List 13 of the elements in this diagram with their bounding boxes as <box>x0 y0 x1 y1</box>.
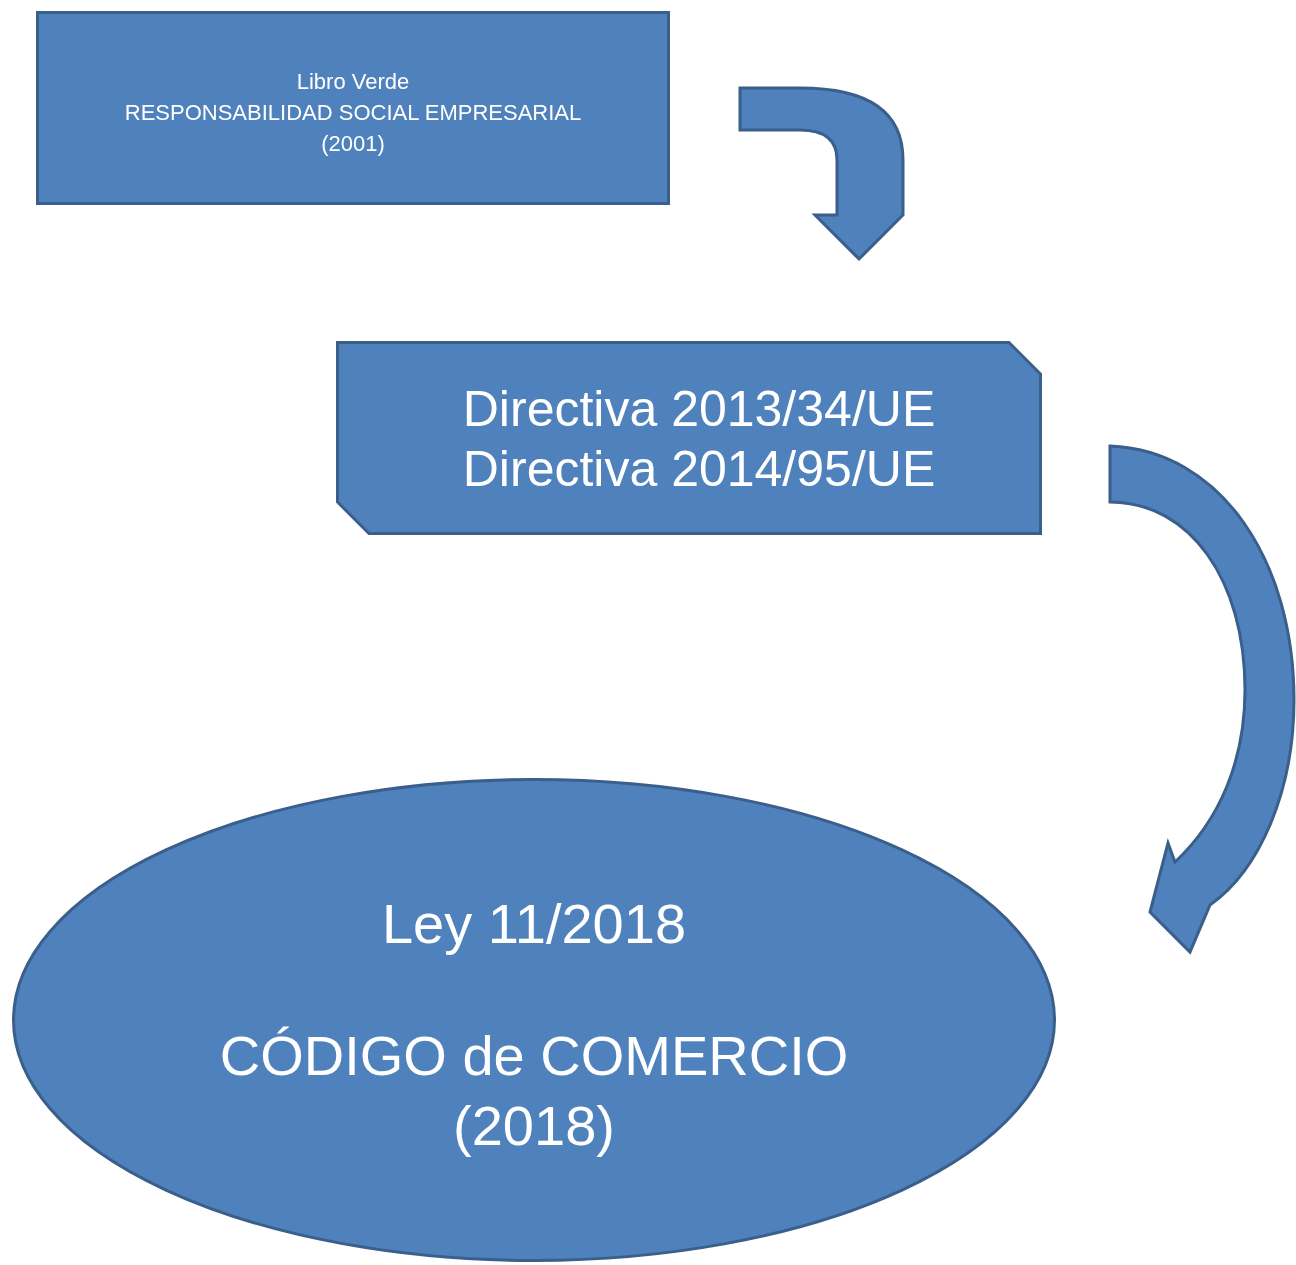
ellipse-node <box>12 778 1056 1262</box>
curved-block-arrow <box>738 86 905 261</box>
process-box <box>36 11 670 205</box>
node-text: Directiva 2014/95/UE <box>462 440 936 499</box>
node-text: Libro Verde <box>296 68 410 96</box>
node-text: (2001) <box>321 130 385 158</box>
node-text: Directiva 2013/34/UE <box>462 380 936 439</box>
curved-block-arrow <box>1108 444 1296 954</box>
node-text: CÓDIGO de COMERCIO <box>219 1023 849 1089</box>
snipped-corner-box <box>336 341 1042 535</box>
node-text: (2018) <box>453 1093 615 1159</box>
node-text: Ley 11/2018 <box>381 891 687 957</box>
node-text: RESPONSABILIDAD SOCIAL EMPRESARIAL <box>124 99 582 127</box>
